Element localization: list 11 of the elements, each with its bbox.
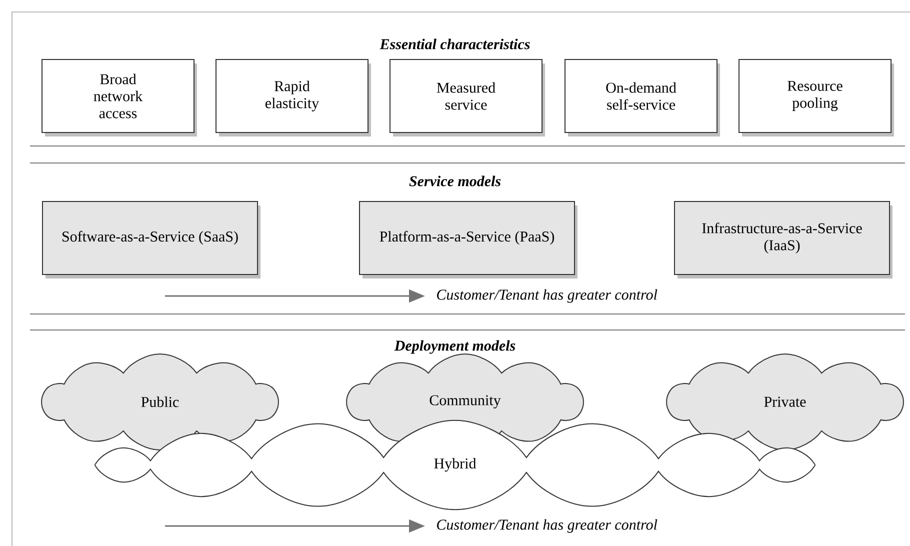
feature-box: Rapid elasticity (216, 59, 371, 136)
service-box: Platform-as-a-Service (PaaS) (359, 201, 578, 278)
service-box: Infrastructure-as-a-Service (IaaS) (674, 201, 892, 278)
service-box: Software-as-a-Service (SaaS) (42, 201, 260, 278)
section-heading: Service models (409, 176, 501, 186)
feature-box: On-demand self-service (564, 59, 720, 136)
feature-box: Measured service (390, 59, 545, 136)
arrow-caption: Customer/Tenant has greater control (437, 289, 658, 303)
section-heading: Essential characteristics (380, 38, 530, 50)
feature-box: Resource pooling (738, 59, 894, 136)
feature-box: Broad network access (42, 59, 197, 136)
